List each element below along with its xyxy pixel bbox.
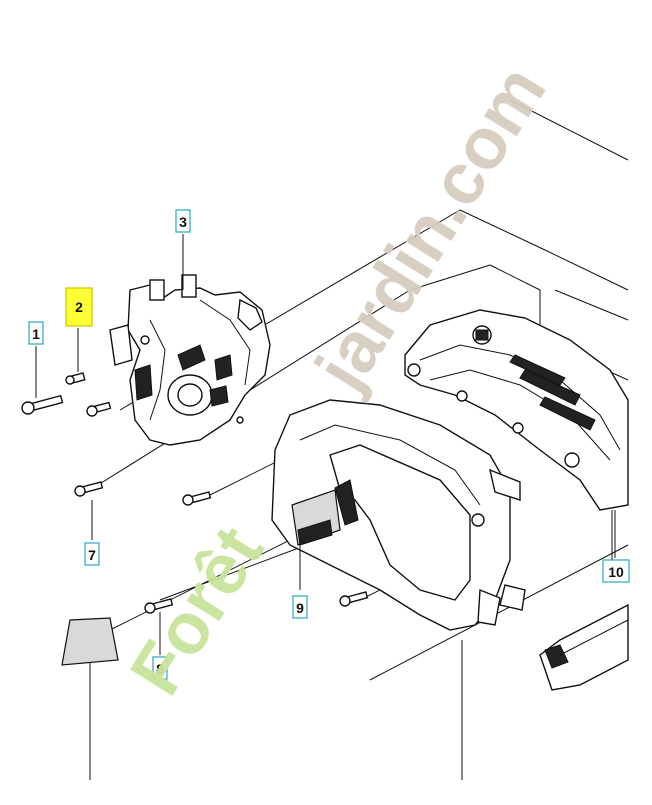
- callout-2-text: 2: [75, 299, 83, 315]
- callout-9-text: 9: [296, 600, 304, 616]
- screw-part-upper: [86, 401, 112, 417]
- screw-part-mid: [182, 491, 212, 506]
- callout-1: 1: [28, 321, 44, 345]
- screw-part-7: [74, 481, 104, 497]
- callout-7: 7: [84, 542, 100, 566]
- callout-8: 8: [152, 656, 168, 680]
- watermark-green-text: Forêt: [116, 513, 279, 708]
- callout-9: 9: [292, 595, 308, 619]
- callout-7-text: 7: [88, 547, 96, 563]
- callout-1-text: 1: [32, 326, 40, 342]
- handle-part-9: [271, 399, 526, 631]
- screw-part-2: [65, 372, 86, 385]
- callout-3: 3: [175, 209, 191, 233]
- plate-part: [61, 617, 119, 666]
- screw-part-1: [21, 394, 64, 415]
- callout-2: 2: [65, 287, 93, 327]
- tube-part: [539, 603, 629, 691]
- callout-leaders: [35, 234, 616, 655]
- screw-part-9: [339, 591, 369, 607]
- callout-8-text: 8: [156, 661, 164, 677]
- screw-part-8: [144, 598, 174, 614]
- callout-3-text: 3: [179, 214, 187, 230]
- callout-10-text: 10: [608, 564, 624, 580]
- housing-part-3: [109, 274, 271, 446]
- callout-10: 10: [602, 559, 630, 583]
- cover-part-10: [404, 309, 629, 511]
